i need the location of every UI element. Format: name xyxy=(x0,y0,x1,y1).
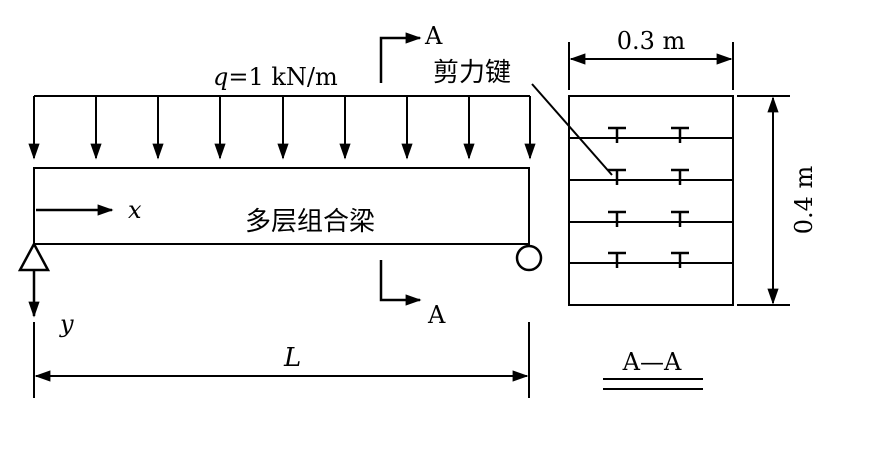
shear-keys xyxy=(608,126,689,268)
shear-key-label: 剪力键 xyxy=(433,58,511,88)
section-width-dimension xyxy=(568,42,734,90)
section-mark-top xyxy=(379,32,422,83)
load-label: q=1 kN/m xyxy=(213,63,338,91)
distributed-load xyxy=(28,95,536,160)
shear-key xyxy=(671,251,689,268)
cross-section xyxy=(568,95,734,306)
span-dimension xyxy=(33,322,530,398)
x-axis-label: x xyxy=(128,196,142,224)
section-height-label: 0.4 m xyxy=(790,165,818,234)
beam-label: 多层组合梁 xyxy=(245,207,375,237)
section-title-underline xyxy=(603,378,703,390)
y-axis-label: y xyxy=(59,310,74,338)
section-outline xyxy=(568,95,734,306)
roller-support xyxy=(515,244,543,272)
shear-key xyxy=(608,210,626,227)
beam-body xyxy=(33,167,530,245)
shear-key xyxy=(608,251,626,268)
section-layers xyxy=(569,137,733,264)
section-width-label: 0.3 m xyxy=(617,27,686,55)
section-mark-top-label: A xyxy=(424,22,443,50)
span-label: L xyxy=(283,343,301,373)
shear-key xyxy=(671,126,689,143)
shear-key xyxy=(608,168,626,185)
shear-key xyxy=(608,126,626,143)
section-mark-bottom xyxy=(379,260,422,306)
shear-key xyxy=(671,168,689,185)
section-title: A—A xyxy=(622,348,682,376)
section-mark-bottom-label: A xyxy=(427,301,446,329)
shear-key-leader xyxy=(531,83,613,176)
section-height-dimension xyxy=(737,95,790,306)
pin-support xyxy=(17,241,51,272)
load-arrows xyxy=(28,96,536,160)
shear-key xyxy=(671,210,689,227)
